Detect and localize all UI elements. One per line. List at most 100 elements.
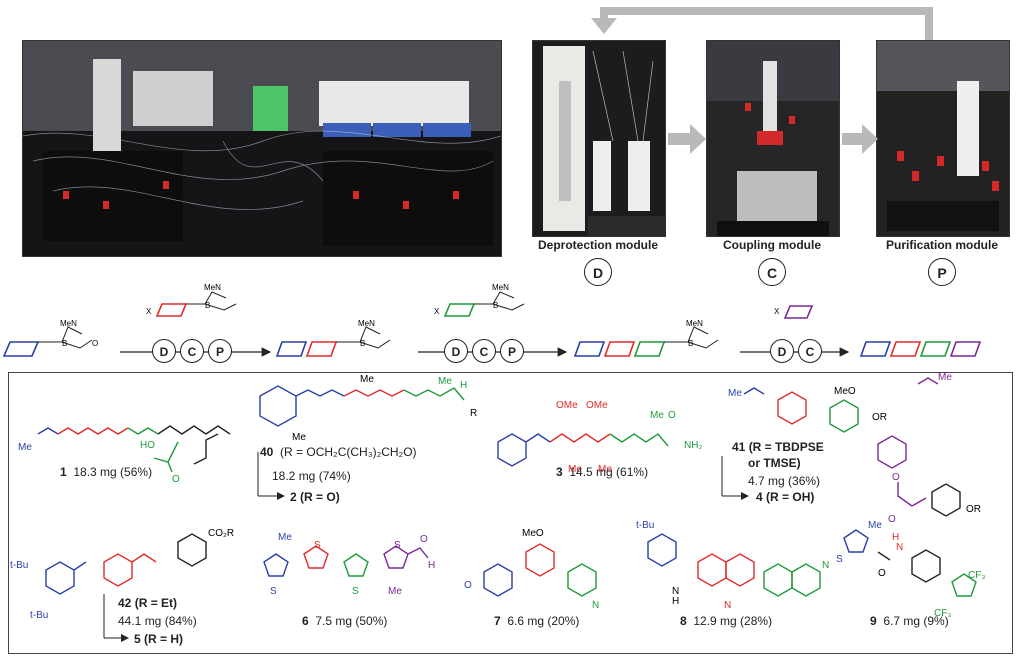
c6-me2: Me [388, 586, 402, 597]
c3-o: O [668, 410, 676, 421]
c3-ome2: OMe [586, 400, 608, 411]
c42-tbu2: t-Bu [30, 610, 48, 621]
c40-h: H [460, 380, 467, 391]
purification-module-photo [876, 40, 1010, 237]
c42-co2r: CO₂R [208, 528, 234, 539]
step1-p: P [208, 339, 232, 363]
step1-d: D [152, 339, 176, 363]
caption-6: 6 7.5 mg (50%) [302, 614, 388, 628]
c40-me2: Me [438, 376, 452, 387]
coupling-module-label: Coupling module [723, 238, 821, 252]
purification-circle: P [928, 258, 956, 286]
c8-tbu: t-Bu [636, 520, 654, 531]
prod2-b: B [688, 339, 693, 348]
c9-h: H [892, 532, 899, 543]
c40-me3: Me [292, 432, 306, 443]
c41-me2: Me [938, 372, 952, 383]
purification-module-label: Purification module [885, 238, 998, 252]
caption-8: 8 12.9 mg (28%) [680, 614, 773, 628]
deprotection-circle: D [584, 258, 612, 286]
reagent-x-2: X [434, 307, 440, 316]
deprotection-module-photo [532, 40, 666, 237]
step3-d: D [770, 339, 794, 363]
c6-s2: S [314, 540, 321, 551]
c9-s: S [836, 554, 843, 565]
c9-me: Me [868, 520, 882, 531]
c41-or2: OR [966, 504, 981, 515]
caption-2: 2 (R = O) [290, 490, 340, 504]
step3-c: C [798, 339, 822, 363]
c41-meo: MeO [834, 386, 856, 397]
c40-r: R [470, 408, 477, 419]
c6-s4: S [394, 540, 401, 551]
c6-s1: S [270, 586, 277, 597]
caption-40-yield: 18.2 mg (74%) [272, 469, 351, 483]
c8-n1: N [672, 586, 679, 597]
deprotection-module-label: Deprotection module [537, 238, 658, 252]
caption-7: 7 6.6 mg (20%) [494, 614, 580, 628]
c1-o: O [172, 474, 180, 485]
c7-n: N [592, 600, 599, 611]
c8-n2: N [724, 600, 731, 611]
c40-me: Me [360, 374, 374, 385]
caption-41b: or TMSE) [748, 456, 801, 470]
compound-panel [8, 372, 1013, 654]
c41-o2: O [888, 514, 896, 525]
prod1-men: MeN [358, 319, 375, 328]
c7-meo: MeO [522, 528, 544, 539]
c41-me1: Me [728, 388, 742, 399]
prod2-men: MeN [686, 319, 703, 328]
mida-o-1: O [92, 339, 98, 348]
c1-ho: HO [140, 440, 155, 451]
reagent-b-2: B [493, 301, 498, 310]
c6-o: O [420, 534, 428, 545]
step2-c: C [472, 339, 496, 363]
prod1-b: B [360, 339, 365, 348]
module-flow-arrows [591, 7, 933, 154]
reagent-men-1: MeN [204, 283, 221, 292]
c41-o1: O [892, 472, 900, 483]
synthesizer-photo [22, 40, 502, 257]
reagent-men-2: MeN [492, 283, 509, 292]
c3-me3: Me [650, 410, 664, 421]
coupling-circle: C [758, 258, 786, 286]
caption-1: 1 18.3 mg (56%) [60, 465, 153, 479]
step1-c: C [180, 339, 204, 363]
iterative-sequence: MeN B O X MeN B MeN B X MeN B MeN B X [2, 283, 982, 357]
c6-s3: S [352, 586, 359, 597]
compound-structures: Me HO O Me Me H R Me OMe OMe Me Me Me NH… [10, 372, 985, 642]
c9-o: O [878, 568, 886, 579]
c6-me1: Me [278, 532, 292, 543]
c6-h: H [428, 560, 435, 571]
c3-ome1: OMe [556, 400, 578, 411]
c3-me1: Me [568, 464, 582, 475]
c3-nh2: NH₂ [684, 440, 702, 451]
c9-cf3a: CF₃ [968, 570, 985, 581]
step2-d: D [444, 339, 468, 363]
caption-4: 4 (R = OH) [756, 490, 815, 504]
mida-men-1: MeN [60, 319, 77, 328]
mida-boronate-1 [2, 326, 93, 357]
caption-41-yield: 4.7 mg (36%) [748, 474, 821, 488]
c9-cf3b: CF₃ [934, 608, 951, 619]
caption-9: 9 6.7 mg (9%) [870, 614, 949, 628]
c42-tbu1: t-Bu [10, 560, 28, 571]
mida-b-1: B [62, 339, 67, 348]
caption-40: 40 (R = OCH₂C(CH₃)₂CH₂O) [260, 445, 417, 459]
caption-5: 5 (R = H) [134, 632, 184, 646]
reagent-x-1: X [146, 307, 152, 316]
reagent-x-3: X [774, 307, 780, 316]
c8-h: H [672, 596, 679, 607]
reagent-b-1: B [205, 301, 210, 310]
c7-o: O [464, 580, 472, 591]
caption-41: 41 (R = TBDPSE [732, 440, 824, 454]
c9-n: N [896, 542, 903, 553]
coupling-module-photo [706, 40, 840, 237]
step2-p: P [500, 339, 524, 363]
caption-3: 3 14.5 mg (61%) [556, 465, 649, 479]
c41-or: OR [872, 412, 887, 423]
c3-me2: Me [598, 464, 612, 475]
caption-42: 42 (R = Et) [118, 596, 178, 610]
c8-n3: N [822, 560, 829, 571]
c1-me: Me [18, 442, 32, 453]
